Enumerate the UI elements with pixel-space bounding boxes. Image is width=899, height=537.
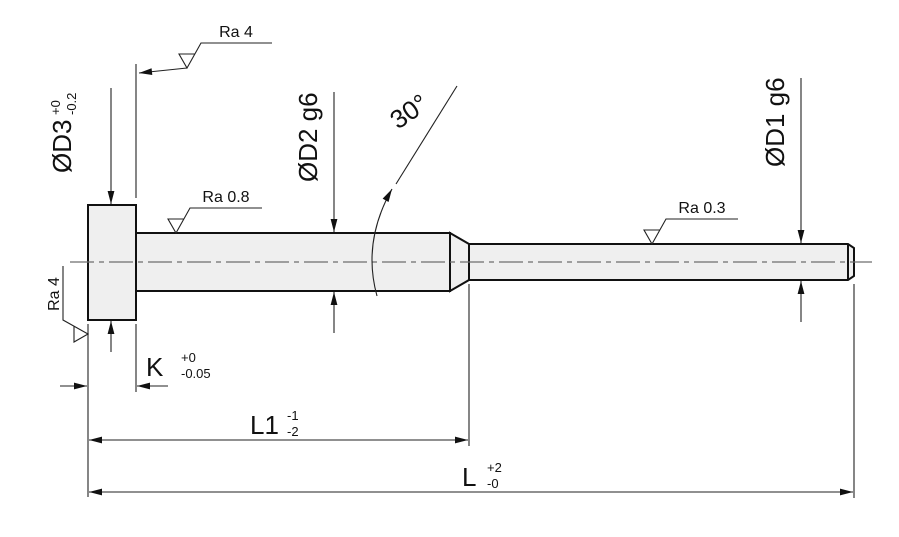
angle-arc — [371, 188, 393, 297]
d1-label: ØD1 g6 — [760, 77, 790, 167]
roughness-icon — [643, 218, 738, 246]
part-geometry — [70, 204, 872, 321]
d3-label-group: ØD3 +0 -0.2 — [47, 93, 79, 173]
k-tolerance-lower: -0.05 — [181, 366, 211, 381]
roughness-icon — [167, 207, 262, 235]
l-tolerance-upper: +2 — [487, 460, 502, 475]
roughness-left-head-face: Ra 4 — [46, 266, 90, 343]
l1-dimension: L1 -1 -2 — [89, 408, 468, 444]
l1-tolerance-upper: -1 — [287, 408, 299, 423]
d1-label-group: ØD1 g6 — [760, 77, 790, 167]
diameter-dimension-lines — [107, 78, 805, 352]
l1-label: L1 — [250, 410, 279, 440]
roughness-label-ra03: Ra 0.3 — [678, 200, 725, 217]
k-label: K — [146, 352, 164, 382]
roughness-icon — [62, 266, 90, 343]
roughness-top-head-face: Ra 4 — [138, 24, 272, 76]
angle-label: 30° — [384, 88, 433, 135]
roughness-d1-surface: Ra 0.3 — [643, 200, 738, 246]
l-dimension: L +2 -0 — [89, 460, 853, 496]
d2-label: ØD2 g6 — [293, 92, 323, 182]
d3-tolerance-lower: -0.2 — [64, 93, 79, 115]
d2-label-group: ØD2 g6 — [293, 92, 323, 182]
roughness-d2-surface: Ra 0.8 — [167, 189, 262, 235]
roughness-icon — [178, 42, 272, 70]
k-tolerance-upper: +0 — [181, 350, 196, 365]
d3-label: ØD3 — [47, 120, 77, 173]
d3-tolerance-upper: +0 — [48, 100, 63, 115]
roughness-label-ra4-left: Ra 4 — [46, 277, 63, 311]
extension-lines — [87, 64, 855, 498]
l1-tolerance-lower: -2 — [287, 424, 299, 439]
roughness-leader — [138, 67, 188, 76]
l-tolerance-lower: -0 — [487, 476, 499, 491]
roughness-label-ra4-top: Ra 4 — [219, 24, 253, 41]
angle-extension-line — [395, 85, 458, 185]
l-label: L — [462, 462, 476, 492]
k-dimension: K +0 -0.05 — [60, 350, 211, 390]
roughness-label-ra08: Ra 0.8 — [202, 189, 249, 206]
